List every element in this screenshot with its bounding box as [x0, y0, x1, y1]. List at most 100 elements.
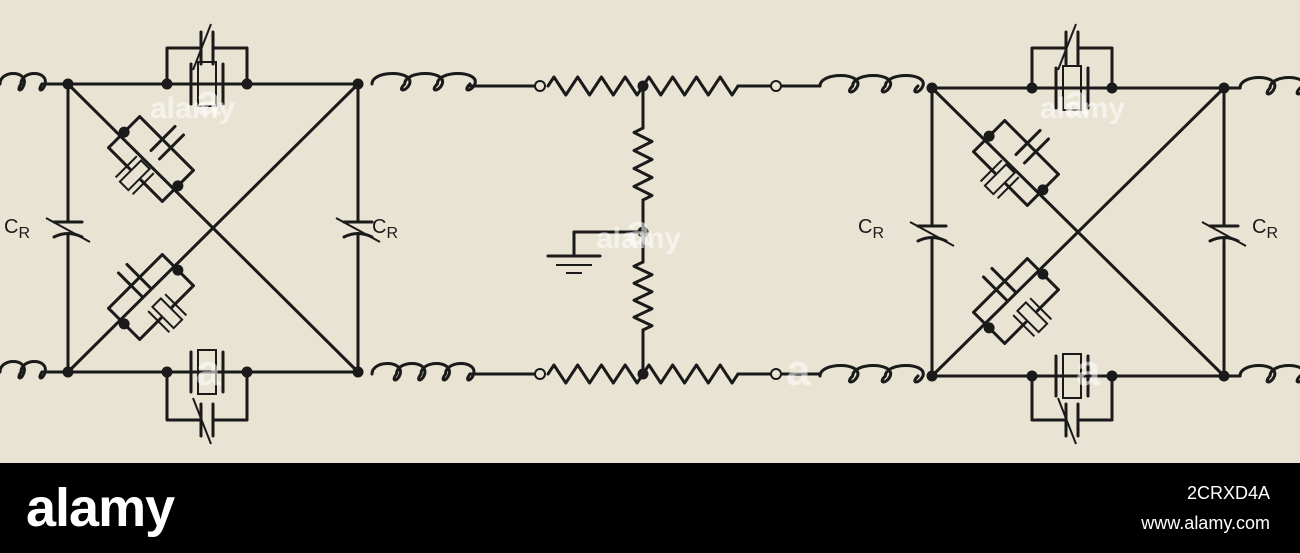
watermark-overlay: a alamy a alamy a alamy a a a — [150, 76, 1125, 395]
crystal-body — [983, 163, 1016, 196]
crystal-junction — [1026, 370, 1038, 382]
diagonal-crystal — [972, 257, 1060, 345]
crystal-plate — [131, 172, 155, 196]
crystal-plate — [114, 155, 138, 179]
bypass-wire — [972, 257, 1029, 314]
terminal — [770, 80, 782, 92]
crystal-junction — [983, 322, 995, 334]
crystal-junction — [1106, 82, 1118, 94]
crystal-junction — [1037, 268, 1049, 280]
crystal-plate — [996, 176, 1020, 200]
crystal-body — [1016, 301, 1049, 334]
crystal-junction — [983, 130, 995, 142]
watermark-letter-2: a — [626, 206, 651, 255]
crystal-junction — [161, 78, 173, 90]
bypass-wire — [170, 284, 195, 309]
crystal-junction — [1106, 370, 1118, 382]
crystal-junction — [118, 318, 130, 330]
corner-node — [352, 366, 364, 378]
corner-node — [352, 78, 364, 90]
inductor-coil — [818, 74, 925, 94]
crystal-junction — [161, 366, 173, 378]
wire — [930, 86, 1226, 378]
bypass-wire — [1003, 119, 1060, 176]
watermark-letter-1: a — [196, 76, 221, 125]
resistor — [632, 126, 654, 202]
crystal-plate — [1029, 297, 1053, 321]
cr-label-left-right: CR — [372, 216, 398, 242]
center-resistor-network — [370, 72, 925, 385]
watermark-letter-6: a — [1076, 346, 1101, 395]
crystal-plate — [979, 159, 1003, 183]
bypass-wire — [138, 115, 195, 172]
bypass-wire — [1030, 374, 1068, 422]
wire — [66, 82, 360, 374]
trimmer-plate — [981, 275, 1010, 303]
watermark-letter-5: a — [786, 346, 811, 395]
diagonal-crystal — [972, 119, 1060, 207]
resistor — [632, 260, 654, 332]
bypass-wire — [165, 46, 203, 86]
inductor-coil — [370, 362, 476, 382]
footer-image-id: 2CRXD4A — [1186, 483, 1270, 503]
bypass-wire — [1076, 374, 1114, 422]
crystal-body — [118, 159, 151, 192]
footer-url: www.alamy.com — [1141, 513, 1270, 533]
crystal-body — [151, 297, 184, 330]
resistor — [546, 363, 645, 385]
cr-label-left-inner: CR — [4, 216, 30, 242]
corner-node — [1218, 370, 1230, 382]
crystal-plate — [164, 293, 188, 317]
capacitor-labels: CR CR CR CR — [4, 216, 1278, 242]
resistor — [546, 75, 645, 97]
crystal-junction — [241, 78, 253, 90]
terminal — [770, 368, 782, 380]
corner-node — [926, 82, 938, 94]
footer-bar: alamy 2CRXD4A www.alamy.com — [0, 463, 1300, 553]
trimmer-plate — [125, 262, 153, 291]
bypass-wire — [1003, 320, 1028, 345]
crystal-body — [1062, 65, 1082, 111]
bypass-wire — [107, 253, 164, 310]
trimmer-arrow — [192, 23, 212, 71]
crystal-body — [1062, 353, 1082, 399]
bypass-wire — [165, 370, 203, 422]
trimmer-plate — [1014, 128, 1042, 157]
diagonal-crystal — [107, 253, 195, 341]
trimmer-plate — [990, 266, 1018, 295]
footer-logo: alamy — [26, 478, 175, 538]
watermark-letter-4: a — [196, 346, 221, 395]
inductor-coil — [370, 72, 477, 92]
left-lattice-section — [0, 23, 381, 445]
bypass-wire — [1004, 182, 1029, 207]
watermark-letter-3: a — [1064, 76, 1089, 125]
inductor-coil — [0, 360, 47, 380]
circuit-schematic: CR CR CR CR a alamy a alamy a alamy a a … — [0, 23, 1300, 445]
trimmer-arrow — [1057, 397, 1077, 445]
corner-node — [62, 78, 74, 90]
trimmer-arrow — [1057, 23, 1077, 71]
cr-label-right-edge: CR — [1252, 216, 1278, 242]
cap-arrow — [1201, 221, 1247, 247]
corner-node — [62, 366, 74, 378]
cap-arrow — [909, 221, 955, 247]
bypass-wire — [1030, 46, 1068, 90]
crystal-plate — [147, 310, 171, 334]
bypass-wire — [138, 316, 163, 341]
crystal-body — [197, 61, 217, 107]
inductor-coil — [818, 364, 925, 384]
bypass-wire — [1035, 288, 1060, 313]
corner-node — [1218, 82, 1230, 94]
watermark-brand-2: alamy — [596, 222, 681, 255]
crystal-junction — [1037, 184, 1049, 196]
trimmer-plate — [116, 271, 145, 299]
circuit-diagram: CR CR CR CR a alamy a alamy a alamy a a … — [0, 0, 1300, 463]
crystal-junction — [172, 264, 184, 276]
terminal — [534, 368, 546, 380]
trimmer-plate — [157, 133, 186, 161]
resistor — [641, 75, 740, 97]
diagonal-crystal — [107, 115, 195, 203]
inductor-coil — [1238, 364, 1300, 384]
inductor-coil — [0, 72, 47, 92]
crystal-junction — [118, 126, 130, 138]
